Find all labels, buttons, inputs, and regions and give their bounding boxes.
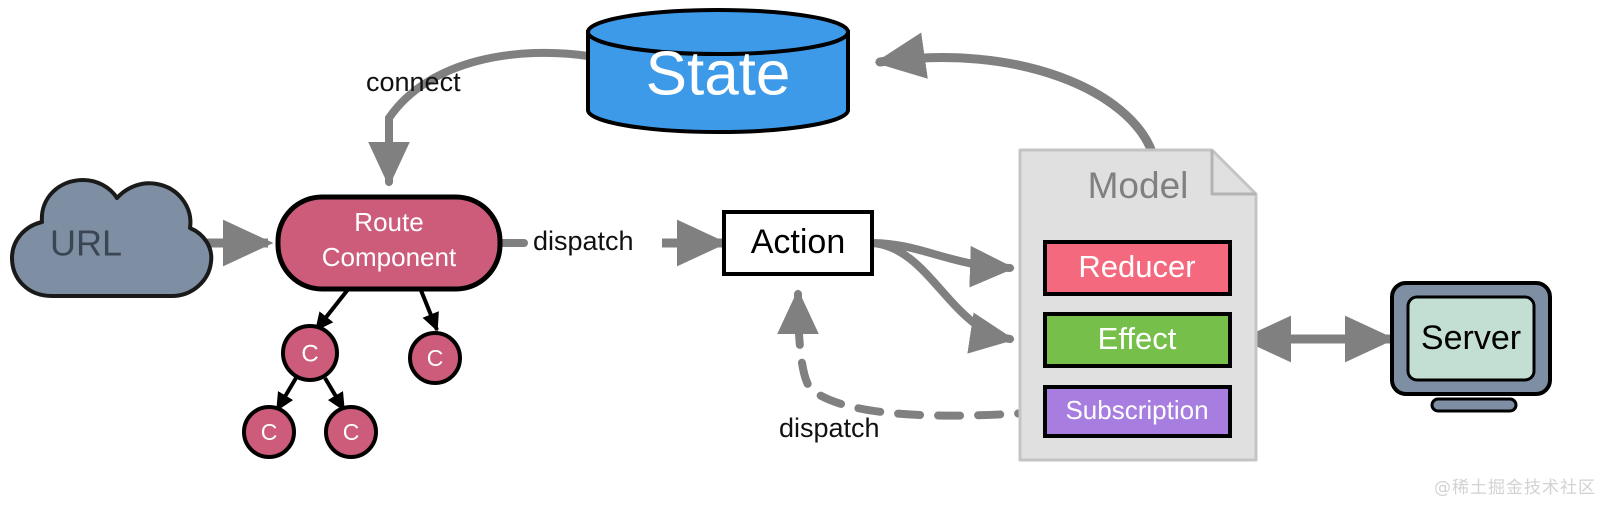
edge-label-dispatch-subscription: dispatch [779, 413, 880, 443]
node-route-component[interactable]: Route Component [275, 194, 503, 292]
node-component-c1[interactable]: C [281, 324, 339, 382]
component-c4-label: C [343, 419, 360, 445]
edge-label-connect: connect [366, 67, 461, 97]
node-component-c2[interactable]: C [408, 331, 462, 385]
node-reducer[interactable]: Reducer [1043, 240, 1232, 296]
node-effect[interactable]: Effect [1043, 312, 1232, 368]
node-server[interactable]: Server [1390, 281, 1552, 413]
route-component-label-line1: Route [354, 207, 423, 237]
url-label: URL [50, 223, 122, 264]
component-c2-label: C [427, 345, 444, 371]
node-url[interactable]: URL [10, 178, 214, 298]
node-action[interactable]: Action [722, 210, 874, 276]
component-c1-label: C [301, 340, 318, 367]
edge-state-to-route-connect [368, 48, 592, 187]
node-subscription[interactable]: Subscription [1043, 385, 1232, 438]
route-component-label-line2: Component [322, 242, 457, 272]
watermark: @稀土掘金技术社区 [1434, 478, 1596, 498]
edge-model-to-state [874, 32, 1157, 157]
reducer-label: Reducer [1078, 249, 1195, 284]
server-label: Server [1421, 319, 1521, 357]
edge-component-1-to-component-3 [275, 376, 298, 412]
state-label: State [646, 39, 791, 108]
node-component-c4[interactable]: C [324, 405, 378, 459]
component-c3-label: C [261, 419, 278, 445]
edge-subscription-to-action-dispatch [777, 289, 1044, 420]
edge-component-1-to-component-4 [323, 376, 346, 412]
action-label: Action [751, 223, 846, 261]
node-component-c3[interactable]: C [242, 405, 296, 459]
effect-label: Effect [1098, 321, 1177, 356]
node-state[interactable]: State [586, 8, 850, 135]
subscription-label: Subscription [1065, 395, 1208, 425]
model-label: Model [1088, 165, 1189, 206]
edge-action-to-effect [868, 239, 1015, 354]
edge-label-dispatch-route: dispatch [533, 226, 634, 256]
node-model[interactable]: Model Reducer Effect Subscription [1018, 148, 1258, 462]
